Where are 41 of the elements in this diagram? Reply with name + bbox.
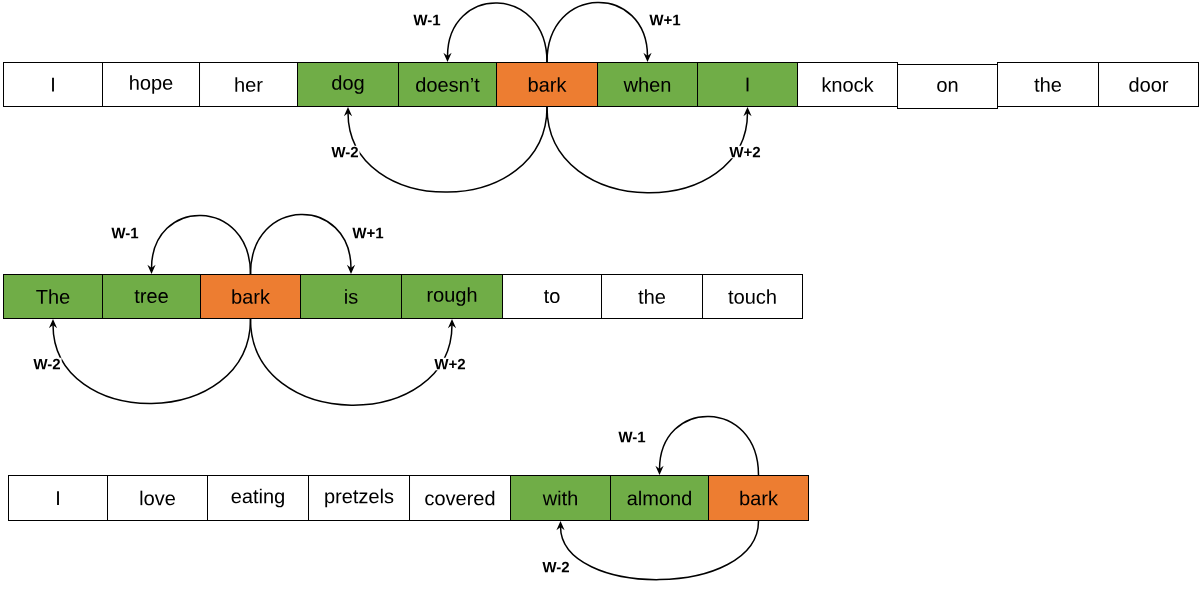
arc-arrow: [48, 318, 252, 405]
word-box: eating: [207, 475, 309, 521]
word-box: is: [300, 274, 402, 319]
word-box: touch: [702, 274, 803, 319]
word-box: the: [601, 274, 703, 319]
word-box: the: [997, 62, 1099, 107]
word-box: I: [3, 62, 103, 107]
arc-arrow: [249, 213, 356, 275]
word-box: almond: [610, 475, 709, 521]
word-box: with: [510, 475, 611, 521]
word-box: door: [1098, 62, 1199, 107]
edge-label: W-1: [617, 430, 647, 444]
word-box: dog: [297, 62, 399, 107]
word-box: doesn’t: [398, 62, 497, 107]
arc-arrow: [556, 520, 760, 581]
edge-label: W-1: [412, 13, 442, 27]
edge-label: W-2: [330, 145, 360, 159]
word-box: I: [697, 62, 798, 107]
word-box: tree: [102, 274, 201, 319]
word-box: love: [107, 475, 208, 521]
edge-label: W-2: [32, 357, 62, 371]
word-box: rough: [401, 274, 503, 319]
edge-label: W+1: [648, 13, 682, 27]
word-box: The: [3, 274, 103, 319]
word-box: on: [897, 64, 998, 109]
arc-arrow: [546, 1, 652, 63]
word-box: to: [502, 274, 602, 319]
edge-label: W+1: [351, 226, 385, 240]
word-box: I: [8, 475, 108, 521]
word-box: when: [597, 62, 698, 107]
arc-arrow: [343, 106, 548, 193]
edge-label: W-1: [110, 226, 140, 240]
word-box: bark: [496, 62, 598, 107]
word-box: bark: [200, 274, 301, 319]
word-box: bark: [708, 475, 809, 521]
edge-label: W-2: [541, 560, 571, 574]
edge-label: W+2: [433, 357, 467, 371]
word-box: knock: [797, 62, 898, 107]
word-box: hope: [102, 62, 200, 107]
edge-label: W+2: [728, 145, 762, 159]
word-box: pretzels: [308, 475, 410, 521]
